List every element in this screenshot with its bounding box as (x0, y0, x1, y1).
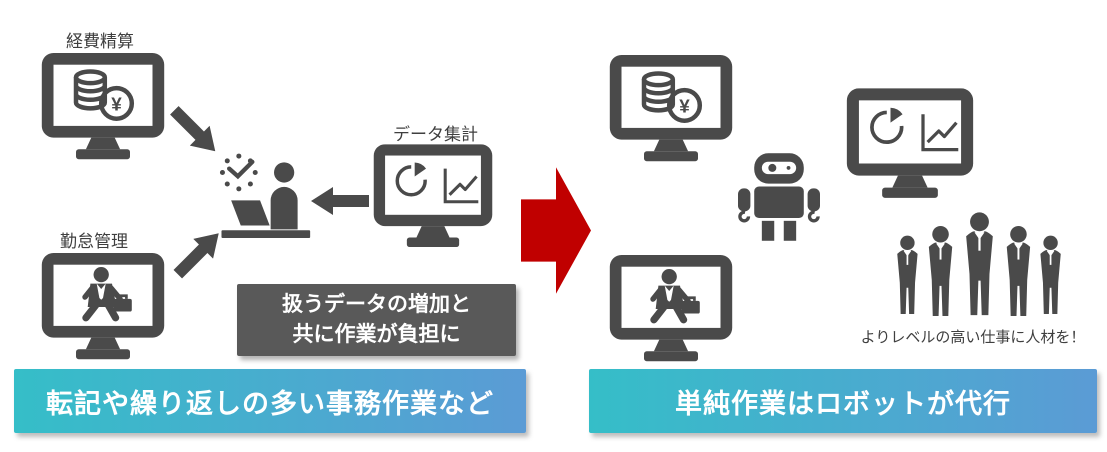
robot (738, 153, 820, 246)
burden-note-line1: 扱うデータの増加と (282, 292, 471, 316)
monitor-data-aggregation-after (845, 88, 975, 205)
people-group (893, 206, 1065, 323)
overloaded-worker (208, 152, 314, 249)
hint-note: よりレベルの高い仕事に人材を！ (860, 329, 1086, 346)
coins-yen-icon (40, 53, 166, 161)
pie-line-chart-icon (845, 88, 975, 200)
monitor-expense-after (608, 55, 734, 168)
monitor-attendance (40, 253, 166, 366)
worker-at-desk-with-clock-icon (208, 152, 314, 244)
burden-note-line2: 共に作業が負担に (292, 323, 461, 346)
monitor-label-attendance: 勤怠管理 (60, 232, 128, 251)
transition-arrow (521, 166, 591, 300)
businessman-briefcase-icon (608, 255, 734, 363)
burden-note: 扱うデータの増加と 共に作業が負担に (237, 284, 516, 356)
big-right-arrow-icon (521, 166, 591, 295)
before-banner-label: 転記や繰り返しの多い事務作業など (46, 388, 494, 419)
pie-line-chart-icon (372, 144, 494, 249)
businessman-briefcase-icon (40, 253, 166, 361)
after-banner-label: 単純作業はロボットが代行 (675, 388, 1011, 419)
coins-yen-icon (608, 55, 734, 163)
monitor-label-expense: 経費精算 (66, 32, 134, 51)
monitor-attendance-after (608, 255, 734, 368)
people-group-icon (893, 206, 1065, 318)
monitor-expense (40, 53, 166, 166)
before-banner: 転記や繰り返しの多い事務作業など (14, 369, 526, 433)
after-banner: 単純作業はロボットが代行 (589, 369, 1097, 433)
monitor-data-aggregation (372, 144, 494, 254)
monitor-label-data-aggregation: データ集計 (393, 125, 478, 144)
arrow-data-to-worker-icon (311, 182, 369, 215)
robot-icon (738, 153, 820, 241)
